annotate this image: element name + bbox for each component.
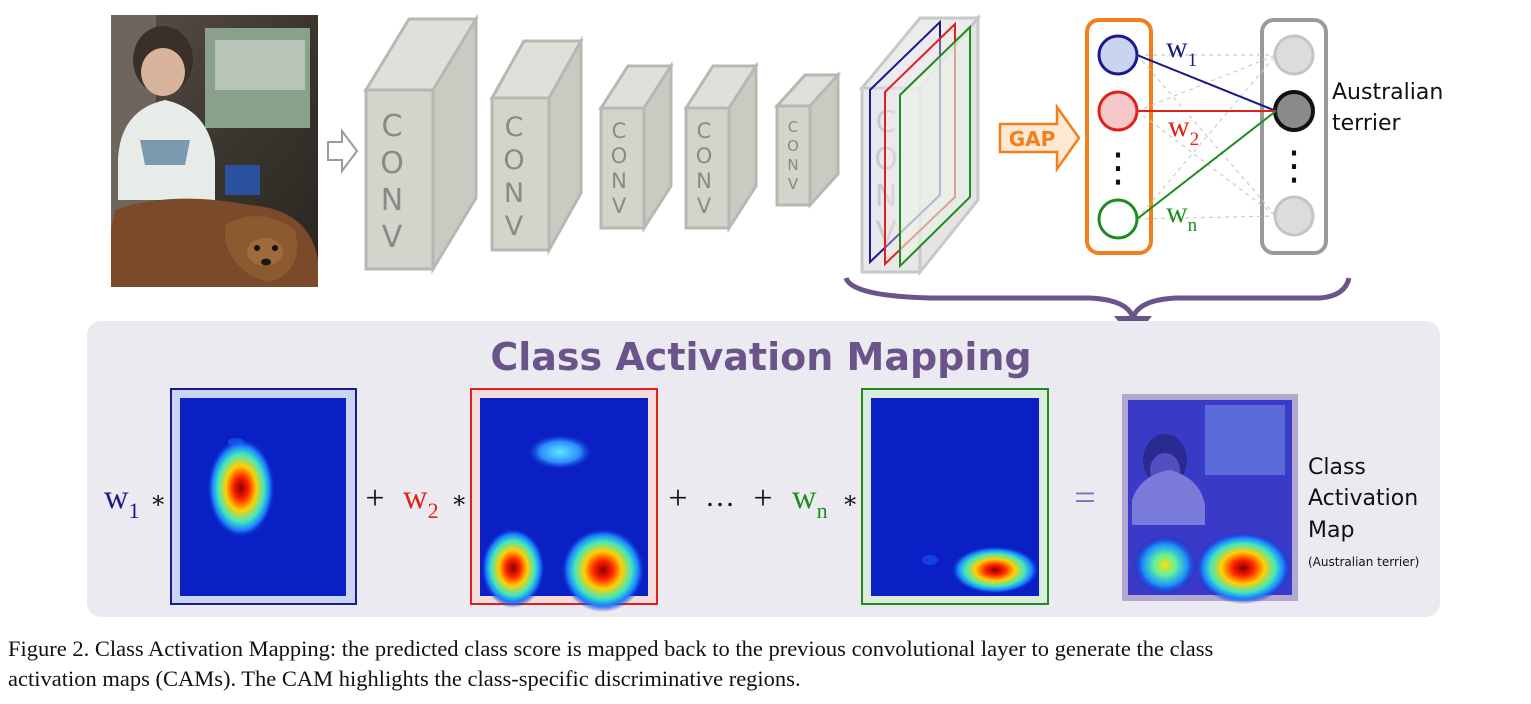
conv-block-2: C O N V [489,35,584,256]
cam-panel [87,321,1440,617]
eq-weight-1: w1 [104,479,140,523]
conv-block-1: C O N V [363,13,479,275]
feature-map-green [899,24,971,269]
conv-letter: N [611,169,627,193]
result-label-line1: Class [1308,455,1366,480]
dashed-connections [1136,54,1277,220]
eq-plus: + [365,480,384,517]
weight-label-1: w1 [1166,31,1197,71]
gap-dots: ⋮ [1098,145,1138,191]
eq-star: ∗ [451,488,467,514]
conv-letter: V [697,194,712,218]
conv-letter: N [787,156,798,174]
conv-letter: V [505,211,524,242]
result-sublabel: (Australian terrier) [1308,555,1419,569]
eq-weight-n: wn [792,479,828,523]
eq-weight-2: w2 [403,479,439,523]
gap-node-1 [1097,34,1139,76]
conv-letter: V [382,220,403,255]
cam-title: Class Activation Mapping [490,335,1031,379]
output-label-line2: terrier [1332,111,1402,136]
eq-equals: = [1074,477,1095,519]
conv-letter: C [788,118,798,136]
weight-label-n: wn [1166,196,1198,236]
gap-column: ⋮ [1085,18,1153,255]
conv-letter: O [611,144,628,168]
heatmap-1 [170,388,357,605]
conv-letter: C [697,119,712,143]
eq-star: ∗ [842,488,858,514]
conv-letter: V [612,194,627,218]
gap-label: GAP [1009,127,1056,151]
conv-letter: C [612,119,627,143]
output-node [1273,34,1315,76]
conv-letter: C [382,109,403,144]
input-arrow [327,128,359,174]
conv-letter: O [380,146,404,181]
eq-plus: + [668,480,687,517]
eq-ellipsis: … [705,480,735,513]
conv-letter: O [787,137,799,155]
output-dots: ⋮ [1274,143,1314,189]
conv-letter: V [788,175,799,193]
weight-label-2: w2 [1168,110,1199,150]
eq-plus: + [753,480,772,517]
conv-block-5: C O N V [773,71,842,209]
output-column: ⋮ [1136,18,1328,255]
result-label-line2: Activation [1308,486,1418,511]
output-node [1273,195,1315,237]
weight-line-1 [1136,54,1277,112]
result-label-line3: Map [1308,518,1354,543]
result-cam [1122,394,1298,604]
conv-letter: N [696,169,712,193]
figure-caption: Figure 2. Class Activation Mapping: the … [8,634,1526,694]
output-label-line1: Australian [1332,80,1443,105]
gap-arrow: GAP [998,103,1081,173]
conv-letter: C [505,112,524,143]
cam-diagram: C O N V C O N V C O N V C O N V C [87,13,1443,617]
conv-block-3: C O N V [598,60,674,234]
caption-line-2: activation maps (CAMs). The CAM highligh… [8,666,801,691]
conv-block-4: C O N V [683,60,759,234]
caption-line-1: Figure 2. Class Activation Mapping: the … [8,636,1214,661]
gap-node-2 [1097,90,1139,132]
mapping-brace [843,276,1352,328]
conv-letter: N [381,183,403,218]
input-photo [111,15,318,287]
conv-block-last: C O N V [858,13,982,277]
output-node-active [1273,90,1315,132]
eq-star: ∗ [150,488,166,514]
gap-node-n [1097,198,1139,240]
conv-letter: O [503,145,524,176]
conv-letter: N [504,178,524,209]
conv-letter: O [696,144,713,168]
heatmap-n [861,388,1049,605]
weight-line-n [1136,110,1277,220]
heatmap-2 [470,388,658,612]
